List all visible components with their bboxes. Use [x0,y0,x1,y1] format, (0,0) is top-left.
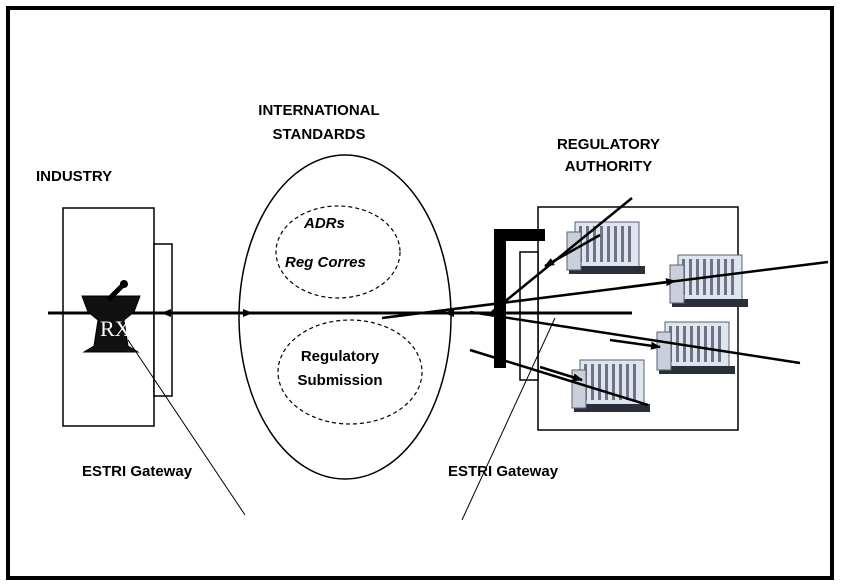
link-line [469,310,801,365]
submission-label-line2: Submission [297,372,383,389]
rx-symbol-text: RX [100,316,131,341]
gateway-pointer-left [127,339,246,516]
industry-gateway-panel [153,243,173,397]
arrow-building-2 [619,278,676,290]
estri-gateway-right-label: ESTRI Gateway [448,463,559,480]
link-line [381,260,829,320]
arrow-building-3 [609,338,661,350]
international-label-line1: INTERNATIONAL [258,102,380,119]
gateway-bracket [494,229,545,368]
submission-label-line1: Regulatory [300,348,380,365]
regulatory-label-line1: REGULATORY [556,136,661,153]
reg-corres-label: Reg Corres [285,254,366,271]
international-label-line2: STANDARDS [272,126,366,143]
arrow-building-1 [544,233,601,268]
estri-gateway-left-label: ESTRI Gateway [82,463,193,480]
mortar-pestle-rx-icon [81,280,141,353]
regulatory-submission-label: Regulatory Submission [280,348,400,390]
regulatory-label-line2: AUTHORITY [564,158,653,175]
arrow-building-4 [539,365,583,382]
standards-ellipse [238,154,452,480]
correspondence-ellipse [275,205,401,299]
link-line [469,348,649,407]
adrs-label: ADRs [304,215,345,232]
regulatory-authority-label: REGULATORY AUTHORITY [536,136,681,176]
gateway-pointer-right [461,317,556,521]
industry-label: INDUSTRY [36,168,113,185]
international-standards-label: INTERNATIONAL STANDARDS [234,102,404,144]
submission-ellipse [277,319,423,425]
